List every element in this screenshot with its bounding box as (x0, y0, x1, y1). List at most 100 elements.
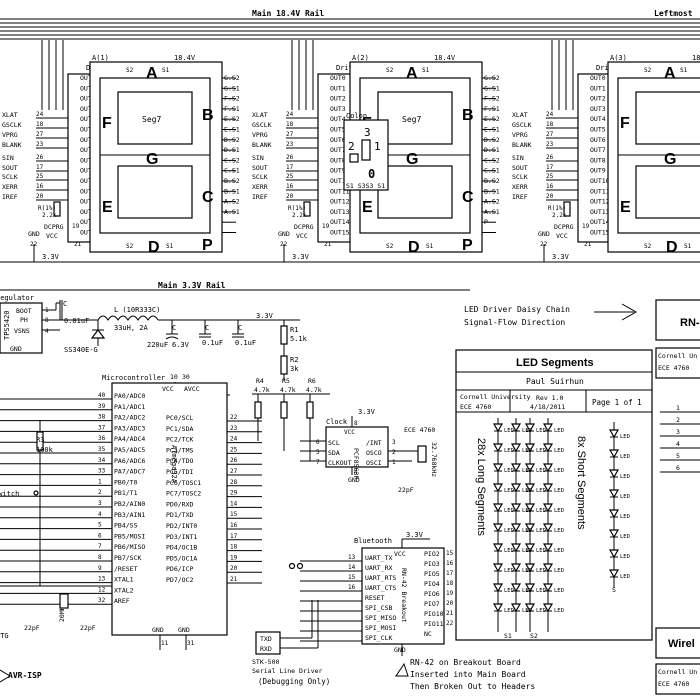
seg7-ref: A(2) (352, 54, 369, 62)
led-label: LED (554, 588, 564, 594)
bt-left-pin-label: SPI_CSB (365, 604, 392, 612)
mcu-right-pin-label: PD4/OC1B (166, 544, 197, 552)
driver-pin-num: 16 (36, 183, 44, 190)
r1-ref: R1 (290, 326, 298, 334)
bt-right-pin-num: 17 (446, 570, 454, 577)
mcu-right-pin-label: PC3/TMS (166, 446, 193, 454)
led-label: LED (522, 568, 532, 574)
led-symbol (524, 603, 536, 613)
mcu-left-pin-num: 3 (98, 500, 102, 507)
seg-letter-d: D (408, 239, 420, 256)
mcu-left-pin-num: 2 (98, 489, 102, 496)
colon-title: Colon (346, 112, 367, 120)
driver-out-label: OUT14 (330, 218, 350, 226)
driver-pin-num: 20 (286, 193, 294, 200)
led-label: LED (522, 428, 532, 434)
clock-33v: 3.3V (358, 408, 376, 416)
colon-n3: 3 (364, 126, 371, 139)
regulator-title: regulator (0, 294, 34, 302)
bluetooth-module: Bluetooth 3.3V VCC RN-42 Breakout GND UA… (300, 531, 535, 691)
mcu-right-pin-label: PC4/TDO (166, 457, 193, 465)
driver-out-label: OUT11 (330, 187, 350, 195)
driver-33v: 3.3V (292, 253, 310, 261)
clock-n7: 7 (316, 459, 320, 466)
divider-33v: 3.3V (256, 312, 274, 320)
driver-out-label: OUT8 (330, 156, 346, 164)
driver-n21: 21 (324, 241, 332, 248)
seg-s2: S2 (386, 67, 394, 74)
mcu-left-pin-num: 6 (98, 532, 102, 539)
mcu-left-pin-num: 8 (98, 554, 102, 561)
led-label: LED (620, 474, 630, 480)
led-label: LED (536, 528, 546, 534)
seg-letter-c: C (462, 189, 474, 206)
bt-right-pin-label: PIO6 (424, 590, 440, 598)
led-label: LED (620, 454, 630, 460)
bt-note3: Then Broken Out to Headers (410, 682, 535, 691)
led-arrays: LEDLEDLEDLEDLEDLEDLEDLEDLEDLEDLEDLEDLEDL… (492, 418, 630, 632)
bt-right-pin-label: PIO10 (424, 610, 444, 618)
led-symbol (608, 429, 620, 439)
cap-c2-volt: 6.3V (172, 341, 190, 349)
bt-right-pin-num: 20 (446, 600, 454, 607)
driver-pin-num: 24 (286, 111, 294, 118)
driver-out-label: OUT2 (80, 95, 96, 103)
bt-left-pin-num: 13 (348, 554, 356, 561)
led-label: LED (620, 514, 630, 520)
bt-right-pin-label: PIO4 (424, 580, 440, 588)
bt-right-pin-label: NC (424, 630, 432, 638)
daisy-line2: Signal-Flow Direction (464, 318, 565, 327)
led-box-s1: S1 (504, 632, 512, 640)
led-symbol (542, 483, 554, 493)
mcu-left-pin-num: 37 (98, 424, 106, 431)
led-symbol (492, 483, 504, 493)
driver-out-label: OUT0 (330, 74, 346, 82)
driver-out-label: OUT2 (590, 95, 606, 103)
driver-out-label: OUT8 (80, 156, 96, 164)
driver-out-label: OUT8 (590, 156, 606, 164)
crystal-cap2: 22pF (80, 624, 96, 632)
clock-osco: OSCO (366, 449, 382, 457)
driver-iref-resistor (563, 201, 571, 217)
main-18v-rail: Main 18.4V Rail Leftmost (0, 8, 700, 40)
led-symbol (542, 503, 554, 513)
mcu-left-pin-label: XTAL2 (114, 586, 134, 594)
led-symbol (542, 423, 554, 433)
driver-pin-num: 18 (286, 121, 294, 128)
mcu-left-pin-label: PB5/MOSI (114, 532, 145, 540)
driver-vcc: VCC (296, 232, 308, 240)
driver-pin-num: 23 (546, 141, 554, 148)
led-symbol (608, 489, 620, 499)
mcu-gn2: 31 (187, 640, 195, 647)
pullup-value: 4.7k (280, 386, 296, 394)
mcu-n30: 30 (182, 373, 190, 381)
led-symbol (510, 423, 522, 433)
led-label: LED (536, 488, 546, 494)
mcu-left-pin-num: 36 (98, 435, 106, 442)
cap-c1-label: C (63, 300, 67, 308)
stk-line1: STK-500 (252, 658, 279, 666)
mcu-left-pin-num: 38 (98, 414, 106, 421)
led-symbol (542, 443, 554, 453)
rn-pin-num: 6 (676, 464, 680, 472)
clock-scl: SCL (328, 439, 340, 447)
led-symbol (510, 443, 522, 453)
seg-letter-p: P (462, 237, 473, 254)
bt-note2: Inserted into Main Board (410, 670, 526, 679)
cap-c4-label: C (238, 324, 242, 332)
bt-left-pin-label: UART_TX (365, 554, 392, 562)
regulator-chip: TPS5420 (3, 310, 11, 340)
colon-n1: 1 (374, 140, 381, 153)
seg-s1: S1 (166, 243, 174, 250)
seg-letter-f: F (620, 115, 630, 132)
bt-left-pin-label: UART_RTS (365, 574, 396, 582)
led-label: LED (522, 448, 532, 454)
led-symbol (492, 503, 504, 513)
driver-pin-label: SOUT (2, 164, 18, 172)
driver-pin-num: 18 (546, 121, 554, 128)
mcu-gn1: 11 (161, 640, 169, 647)
driver-out-label: OUT12 (590, 198, 610, 206)
led-driver-chain: Driver[0]TLC5940OUT0OUT1OUT2OUT3OUT4OUT5… (2, 40, 700, 262)
mcu-right-pin-num: 17 (230, 533, 238, 540)
